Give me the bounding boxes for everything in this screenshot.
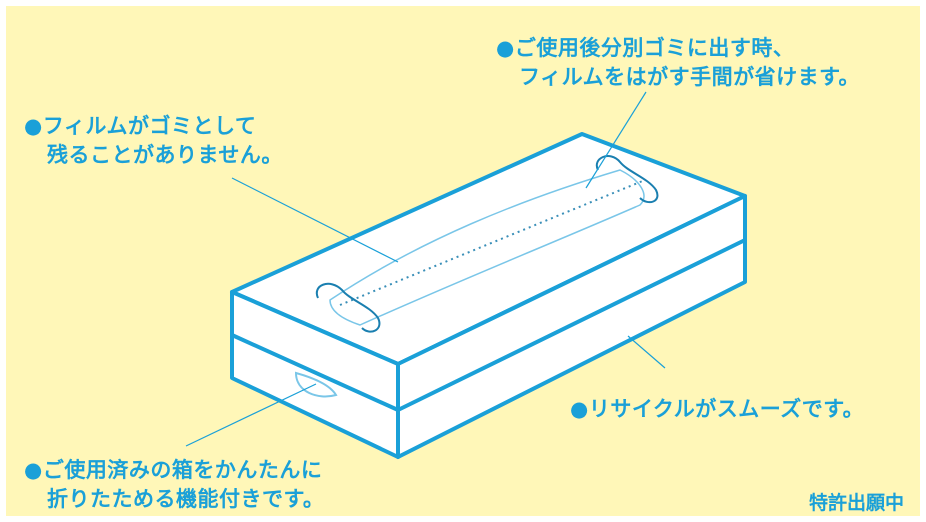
leader-line-film-peel	[585, 91, 647, 189]
note-recycle: ●リサイクルがスムーズです。	[570, 395, 864, 424]
film-edge-right	[595, 155, 659, 204]
note-film-not-trash-line2: 残ることがありません。	[47, 143, 283, 167]
note-fold-line2: 折りたためる機能付きです。	[47, 487, 325, 511]
note-recycle-line1: ●リサイクルがスムーズです。	[570, 397, 865, 421]
note-film-peel-line1: ●ご使用後分別ゴミに出す時、	[496, 36, 795, 60]
note-film-peel-line2: フィルムをはがす手間が省けます。	[519, 65, 861, 89]
leader-line-recycle	[627, 335, 666, 369]
film-edge-left	[315, 282, 381, 333]
patent-pending-label: 特許出願中	[808, 492, 904, 514]
note-film-not-trash-line1: ●フィルムがゴミとして	[24, 114, 257, 138]
film-window	[329, 169, 645, 326]
note-film-not-trash: ●フィルムがゴミとして 残ることがありません。	[24, 112, 283, 170]
note-fold-line1: ●ご使用済みの箱をかんたんに	[24, 458, 323, 482]
fold-thumb-hole	[294, 371, 338, 398]
leader-line-fold	[185, 383, 317, 447]
leader-line-film-trash	[231, 177, 399, 263]
note-film-peel: ●ご使用後分別ゴミに出す時、 フィルムをはがす手間が省けます。	[496, 34, 860, 92]
perforation-line	[339, 179, 646, 306]
box-fold-line-side	[397, 238, 746, 412]
box-fold-line-front	[231, 333, 399, 412]
note-fold: ●ご使用済みの箱をかんたんに 折りたためる機能付きです。	[24, 456, 324, 514]
